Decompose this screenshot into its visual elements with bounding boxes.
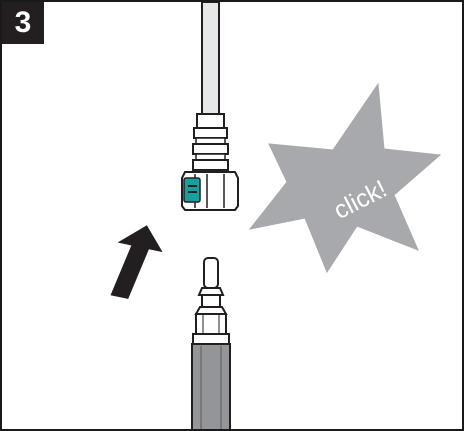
- step-number-badge: 3: [2, 2, 44, 44]
- lock-indicator-icon: [183, 177, 201, 203]
- lower-spigot: [192, 257, 230, 345]
- upper-tube: [201, 2, 220, 115]
- up-arrow-icon: [110, 225, 163, 299]
- supply-hose: [191, 343, 231, 429]
- click-burst: click!: [248, 82, 442, 274]
- quick-connect-fitting: [181, 113, 239, 211]
- starburst-shape: [248, 82, 442, 274]
